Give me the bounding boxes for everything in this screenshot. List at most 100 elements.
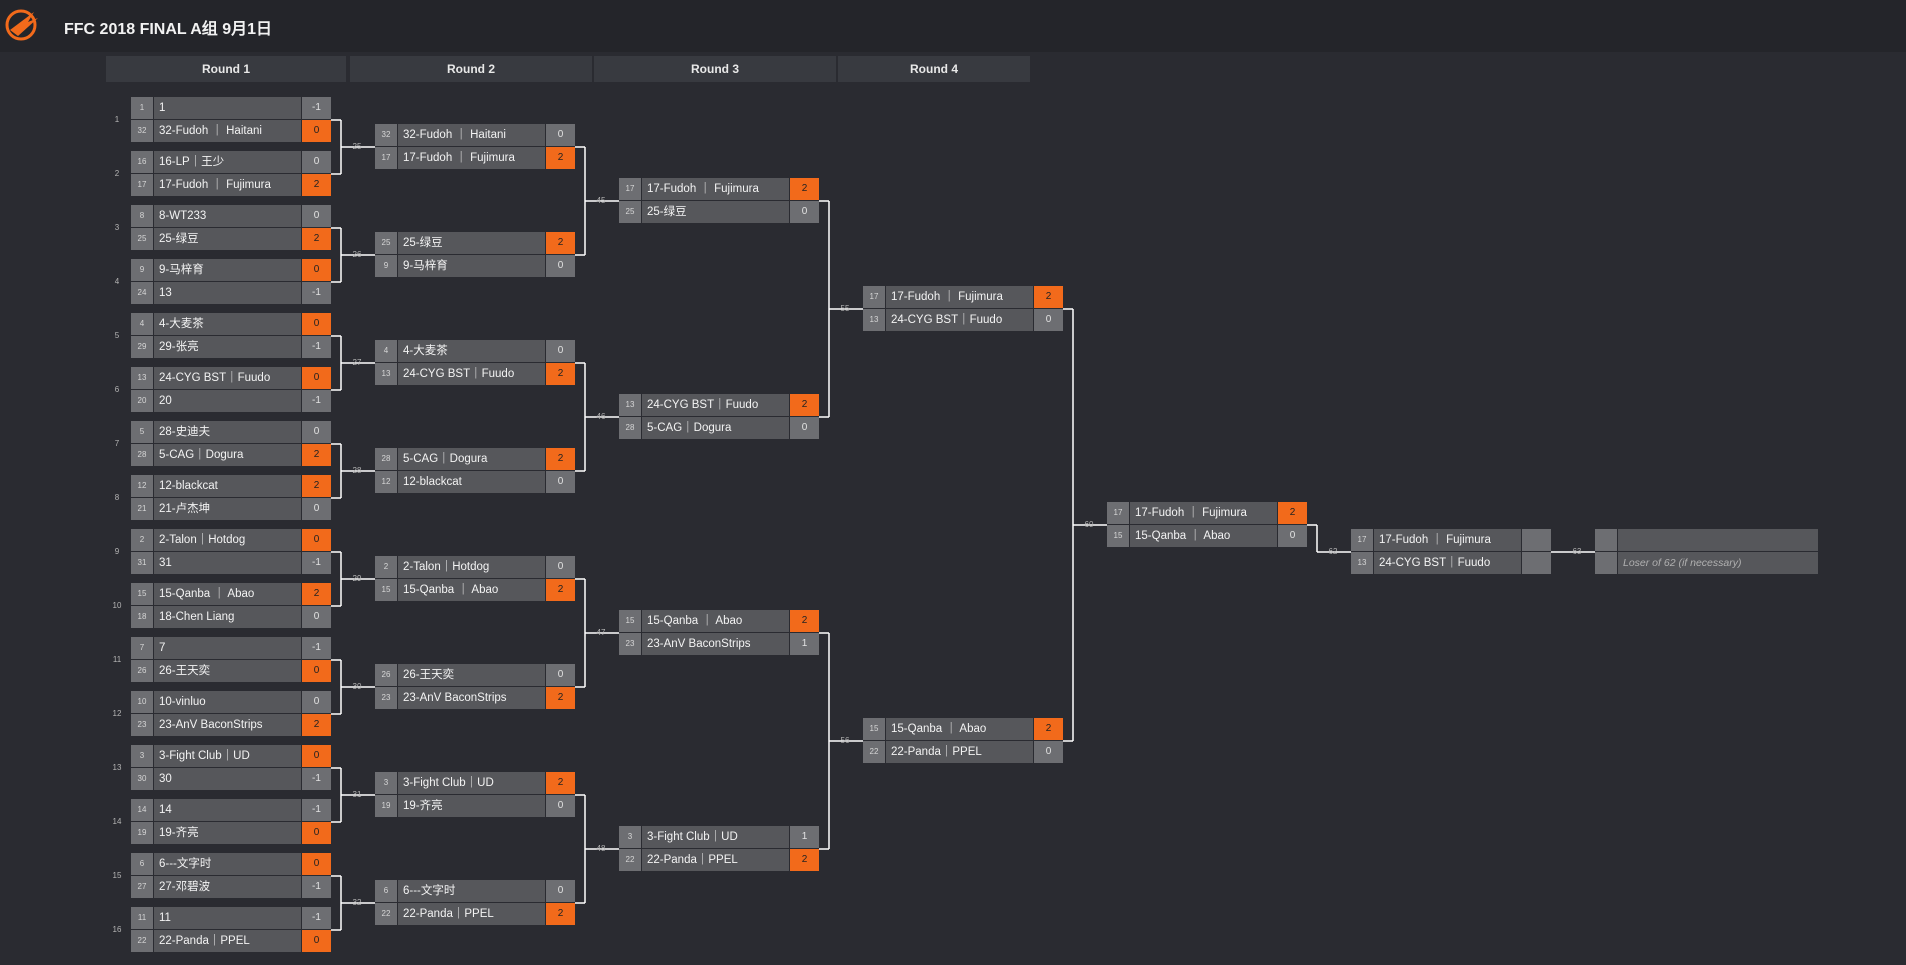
- match-slot[interactable]: Loser of 62 (if necessary): [1595, 552, 1818, 574]
- match-slot[interactable]: [1595, 529, 1818, 551]
- match-63[interactable]: Loser of 62 (if necessary): [1595, 529, 1818, 575]
- ffc-logo-icon[interactable]: [4, 6, 40, 42]
